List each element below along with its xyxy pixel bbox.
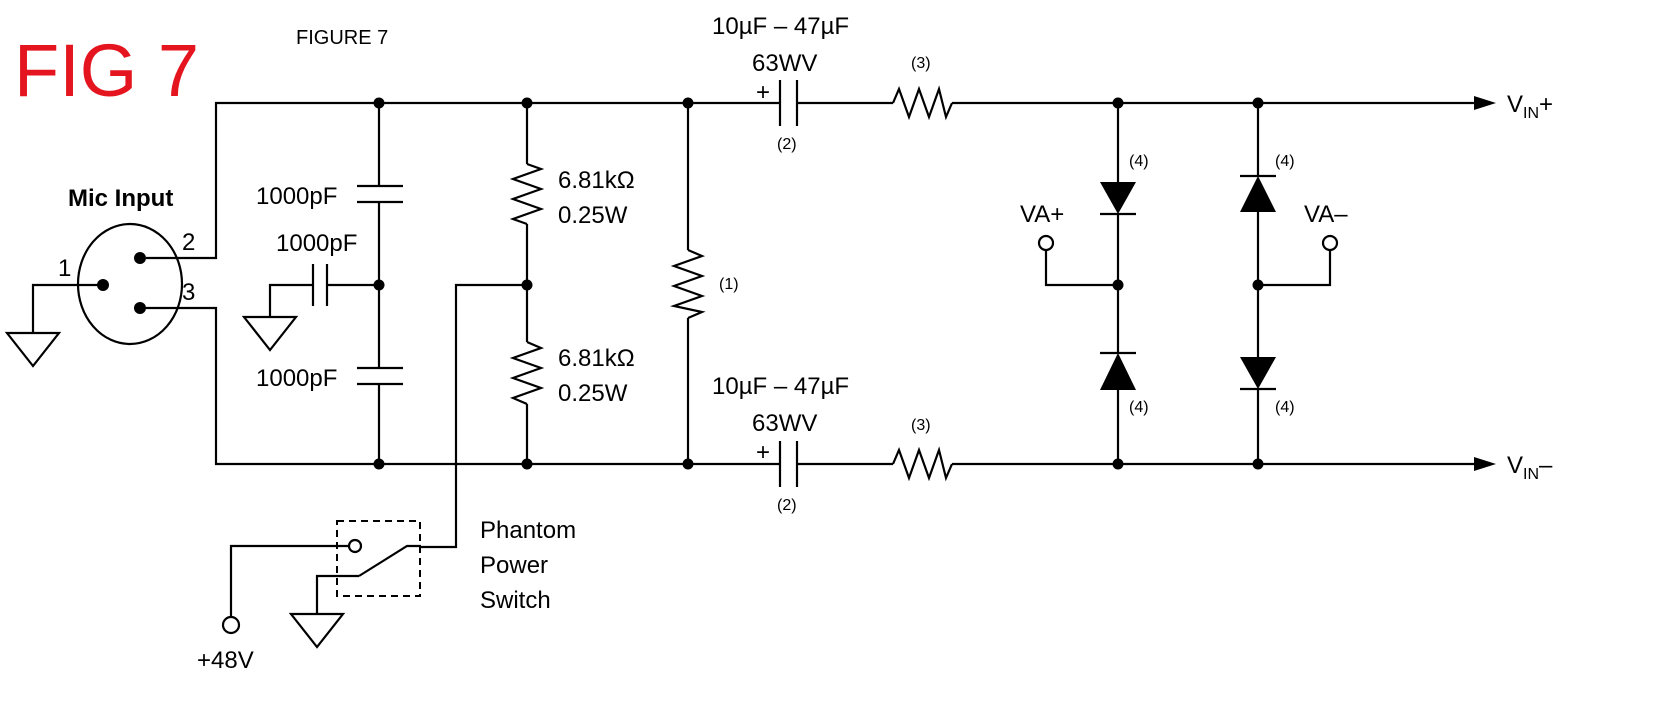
va-minus-terminal	[1321, 234, 1339, 252]
ground-symbol-cap	[241, 315, 299, 352]
plus48v-terminal	[221, 615, 241, 635]
resistor-3-top	[891, 85, 954, 121]
capacitor-1000pf-middle	[311, 264, 329, 306]
xlr-connector-body	[76, 222, 184, 346]
cap-upper-label: 1000pF	[256, 183, 337, 210]
vin-plus-arrow	[1474, 96, 1496, 110]
capacitor-1000pf-lower	[357, 366, 403, 386]
vin-minus-label: VIN–	[1507, 452, 1553, 483]
pin-3-label: 3	[182, 279, 195, 306]
cap-bottom-plus-label: +	[756, 439, 770, 466]
phantom-switch-contact	[347, 538, 363, 554]
capacitor-1000pf-upper	[357, 184, 403, 204]
cap-lower-label: 1000pF	[256, 365, 337, 392]
va-minus-label: VA–	[1304, 201, 1348, 228]
phantom-label-line3: Switch	[480, 587, 551, 614]
fig-7-large-title: FIG 7	[14, 29, 199, 112]
xlr-pin-1	[97, 279, 109, 291]
res-top-value-label: 6.81kΩ	[558, 167, 635, 194]
cap-top-value-label: 10µF – 47µF	[712, 13, 849, 40]
mic-input-label: Mic Input	[68, 185, 173, 212]
resistor-3-top-note: (3)	[911, 55, 931, 72]
diode-va-minus-upper	[1240, 174, 1276, 212]
cap-middle-label: 1000pF	[276, 230, 357, 257]
ground-symbol-pin1	[4, 331, 62, 368]
vin-plus-label: VIN+	[1507, 91, 1553, 122]
res-top-power-label: 0.25W	[558, 202, 628, 229]
pin-1-label: 1	[58, 255, 71, 282]
electrolytic-capacitor-bottom	[778, 441, 799, 487]
xlr-pin-3	[134, 302, 146, 314]
ground-symbol-switch	[288, 612, 346, 649]
junction-dots	[373, 97, 1264, 470]
cap-top-note: (2)	[777, 136, 797, 153]
vin-minus-arrow	[1474, 457, 1496, 471]
cap-top-plus-label: +	[756, 79, 770, 106]
resistor-3-bottom-note: (3)	[911, 417, 931, 434]
res-bottom-value-label: 6.81kΩ	[558, 345, 635, 372]
xlr-pin-2	[134, 252, 146, 264]
diode-note-2: (4)	[1129, 399, 1149, 416]
res-bottom-power-label: 0.25W	[558, 380, 628, 407]
resistor-6.81k-bottom	[509, 340, 545, 406]
phantom-switch-box	[336, 520, 421, 597]
resistor-1-note: (1)	[719, 276, 739, 293]
diode-note-1: (4)	[1129, 153, 1149, 170]
pin-2-label: 2	[182, 229, 195, 256]
diode-va-minus-lower	[1240, 357, 1276, 391]
resistor-6.81k-top	[509, 162, 545, 226]
diode-va-plus-lower	[1100, 351, 1136, 390]
diode-va-plus-upper	[1100, 182, 1136, 216]
plus48v-label: +48V	[197, 647, 254, 674]
diode-note-3: (4)	[1275, 153, 1295, 170]
figure-caption: FIGURE 7	[296, 27, 388, 49]
va-plus-terminal	[1037, 234, 1055, 252]
resistor-1	[669, 248, 706, 320]
cap-bottom-value-label: 10µF – 47µF	[712, 373, 849, 400]
cap-bottom-note: (2)	[777, 497, 797, 514]
cap-top-voltage-label: 63WV	[752, 50, 817, 77]
diode-note-4: (4)	[1275, 399, 1295, 416]
resistor-3-bottom	[891, 446, 954, 482]
phantom-label-line2: Power	[480, 552, 548, 579]
va-plus-label: VA+	[1020, 201, 1064, 228]
cap-bottom-voltage-label: 63WV	[752, 410, 817, 437]
electrolytic-capacitor-top	[778, 80, 799, 126]
phantom-label-line1: Phantom	[480, 517, 576, 544]
